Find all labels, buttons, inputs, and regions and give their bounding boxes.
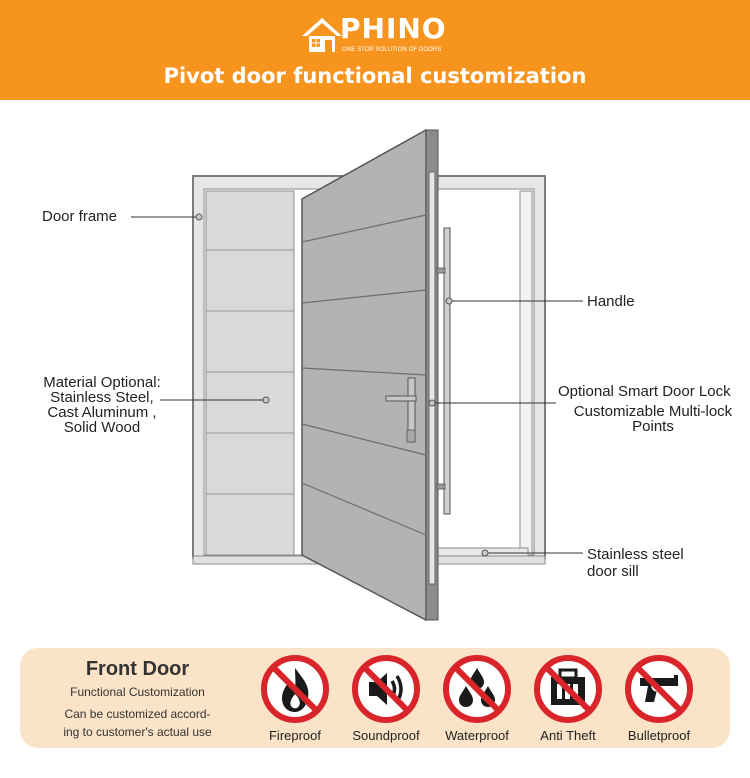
front-door-desc-line2: ing to customer's actual use — [63, 725, 212, 739]
feature-fireproof: Fireproof — [252, 654, 338, 744]
label-material-line4: Solid Wood — [63, 419, 141, 436]
features-panel: Front Door Functional Customization Can … — [20, 648, 730, 748]
brand-logo: PHINO ONE STOP SOLUTION OF DOORS — [300, 12, 460, 56]
feature-label: Bulletproof — [627, 728, 691, 743]
front-door-subtitle: Functional Customization — [70, 685, 205, 699]
label-multi-lock-line2: Points — [632, 418, 674, 435]
right-jamb — [519, 190, 533, 556]
feature-bulletproof: Bulletproof — [616, 654, 702, 744]
header-banner: PHINO ONE STOP SOLUTION OF DOORS Pivot d… — [0, 0, 750, 100]
pivot-edge-bar — [428, 171, 436, 585]
label-material: Material Optional: Stainless Steel, Cast… — [34, 375, 170, 435]
brand-name: PHINO — [340, 12, 447, 45]
feature-label: Waterproof — [445, 728, 509, 743]
door-sill — [431, 547, 529, 557]
label-smart-lock: Optional Smart Door Lock — [558, 383, 731, 400]
safe-icon — [534, 655, 602, 723]
label-door-sill-line2: door sill — [587, 563, 639, 580]
door-leaf — [301, 128, 439, 622]
label-material-line3: Cast Aluminum , — [47, 404, 157, 421]
lever-lock — [385, 377, 417, 443]
feature-waterproof: Waterproof — [434, 654, 520, 744]
label-material-line1: Material Optional: — [43, 374, 161, 391]
gun-icon — [625, 655, 693, 723]
label-material-line2: Stainless Steel, — [50, 389, 154, 406]
label-multi-lock-line1: Customizable Multi-lock — [573, 403, 733, 420]
label-handle: Handle — [587, 293, 635, 310]
feature-soundproof: Soundproof — [343, 654, 429, 744]
pivot-door-diagram — [131, 128, 583, 622]
front-door-desc-line1: Can be customized accord- — [64, 707, 211, 721]
front-door-description: Can be customized accord- ing to custome… — [40, 705, 235, 741]
feature-label: Anti Theft — [540, 728, 596, 743]
label-door-sill: Stainless steel door sill — [587, 546, 684, 580]
feature-label: Soundproof — [352, 728, 420, 743]
fire-icon — [261, 655, 329, 723]
water-drops-icon — [443, 655, 511, 723]
speaker-icon — [352, 655, 420, 723]
feature-anti-theft: Anti Theft — [525, 654, 611, 744]
pull-handle — [436, 227, 451, 515]
label-multi-lock: Customizable Multi-lock Points — [558, 404, 748, 434]
house-logo-icon — [302, 18, 342, 52]
brand-tagline: ONE STOP SOLUTION OF DOORS — [342, 47, 442, 53]
callout-leaders — [131, 213, 583, 557]
front-door-title: Front Door — [85, 658, 190, 680]
sidelight-panel — [205, 190, 295, 556]
page-title: Pivot door functional customization — [163, 64, 587, 88]
feature-label: Fireproof — [268, 728, 322, 743]
label-door-sill-line1: Stainless steel — [587, 546, 684, 563]
label-door-frame: Door frame — [42, 208, 118, 225]
